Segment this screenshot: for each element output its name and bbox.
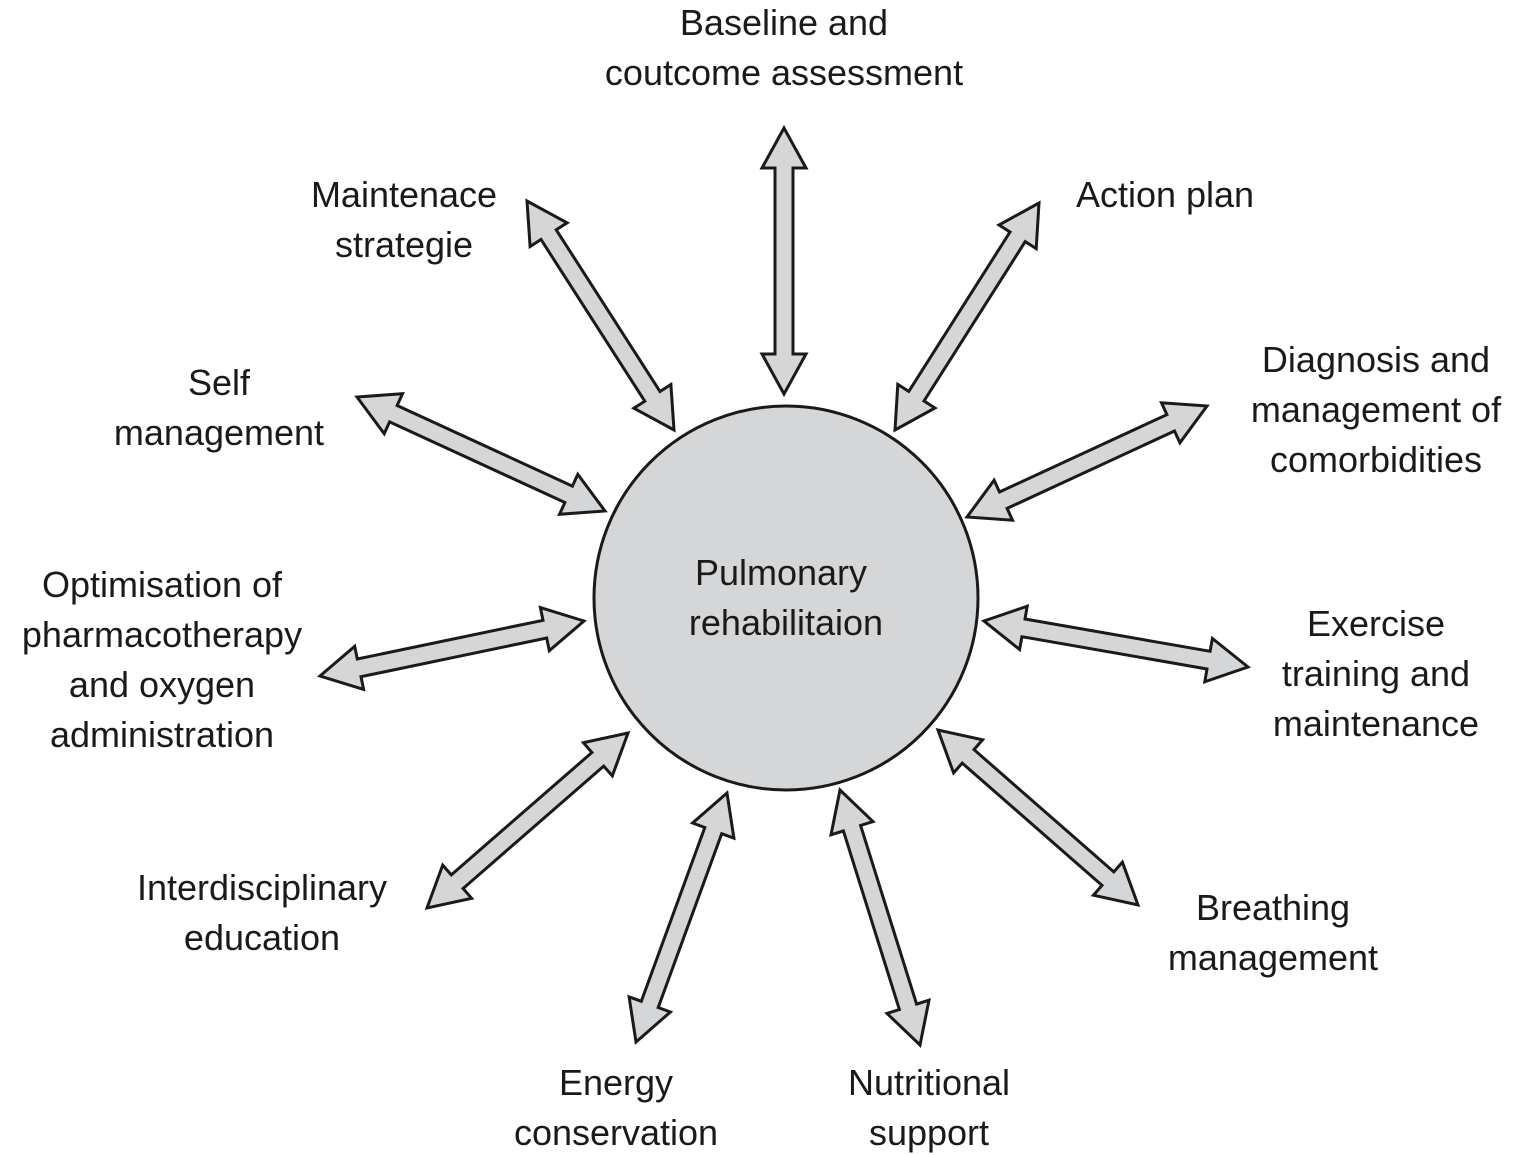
label-exercise-line-1: Exercise: [1307, 603, 1445, 644]
label-baseline-line-2: coutcome assessment: [605, 52, 963, 93]
label-self-management-line-2: management: [114, 412, 324, 453]
arrow-interdisciplinary: [424, 730, 631, 911]
arrow-baseline: [759, 124, 809, 398]
label-action-plan: Action plan: [1076, 174, 1254, 215]
label-interdisciplinary-line-1: Interdisciplinary: [137, 867, 387, 908]
arrow-diagnosis: [964, 401, 1210, 522]
label-interdisciplinary: Interdisciplinary education: [137, 867, 387, 958]
label-energy-line-2: conservation: [514, 1112, 718, 1153]
label-breathing-line-2: management: [1168, 937, 1378, 978]
label-nutritional: Nutritional support: [848, 1062, 1010, 1153]
arrows-layer: [316, 124, 1252, 1048]
arrow-breathing: [935, 727, 1141, 908]
label-maintenance-line-1: Maintenace: [311, 174, 497, 215]
arrow-maintenance: [525, 198, 676, 433]
label-breathing: Breathing management: [1168, 887, 1378, 978]
label-diagnosis: Diagnosis and management of comorbidities: [1251, 339, 1502, 480]
label-self-management-line-1: Self: [188, 362, 251, 403]
label-action-plan-line-1: Action plan: [1076, 174, 1254, 215]
arrow-optimisation: [316, 605, 588, 692]
label-exercise-line-2: training and: [1282, 653, 1470, 694]
arrow-energy: [627, 790, 736, 1045]
label-optimisation-line-2: pharmacotherapy: [22, 614, 302, 655]
label-maintenance: Maintenace strategie: [311, 174, 497, 265]
label-optimisation-line-1: Optimisation of: [42, 564, 283, 605]
label-exercise-line-3: maintenance: [1273, 703, 1479, 744]
label-nutritional-line-2: support: [869, 1112, 989, 1153]
label-baseline: Baseline and coutcome assessment: [605, 2, 963, 93]
label-maintenance-line-2: strategie: [335, 224, 473, 265]
label-diagnosis-line-1: Diagnosis and: [1262, 339, 1490, 380]
center-label-line-1: Pulmonary: [695, 552, 867, 593]
label-interdisciplinary-line-2: education: [184, 917, 340, 958]
center-label: Pulmonary rehabilitaion: [689, 552, 883, 643]
label-energy-line-1: Energy: [559, 1062, 673, 1103]
label-self-management: Self management: [114, 362, 324, 453]
label-optimisation-line-3: and oxygen: [69, 664, 255, 705]
label-diagnosis-line-3: comorbidities: [1270, 439, 1482, 480]
center-label-line-2: rehabilitaion: [689, 602, 883, 643]
arrow-exercise: [980, 603, 1252, 685]
arrow-self-management: [354, 392, 608, 516]
arrow-nutritional: [829, 787, 931, 1048]
label-baseline-line-1: Baseline and: [680, 2, 888, 43]
label-breathing-line-1: Breathing: [1196, 887, 1350, 928]
label-exercise: Exercise training and maintenance: [1273, 603, 1479, 744]
center-circle: [592, 404, 980, 792]
label-optimisation-line-4: administration: [50, 714, 274, 755]
arrow-action-plan: [893, 200, 1041, 433]
label-optimisation: Optimisation of pharmacotherapy and oxygen…: [22, 564, 302, 755]
label-energy: Energy conservation: [514, 1062, 718, 1153]
label-diagnosis-line-2: management of: [1251, 389, 1502, 430]
label-nutritional-line-1: Nutritional: [848, 1062, 1010, 1103]
